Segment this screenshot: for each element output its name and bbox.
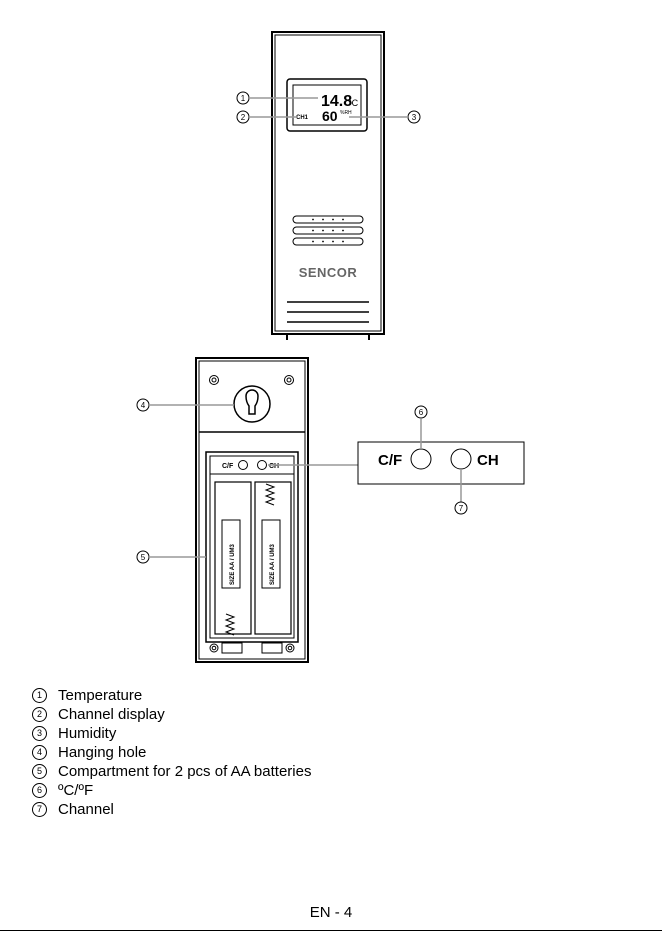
- svg-text:3: 3: [412, 113, 417, 122]
- legend-number: 3: [32, 726, 47, 741]
- legend-text: Compartment for 2 pcs of AA batteries: [58, 762, 311, 781]
- callout-7: 7: [455, 502, 467, 514]
- legend-item: 5 Compartment for 2 pcs of AA batteries: [32, 762, 311, 781]
- callout-1: 1: [237, 92, 318, 104]
- lcd-humidity: 60: [322, 108, 338, 124]
- battery-label-right: SIZE AA / UM3: [270, 543, 276, 585]
- legend-item: 7 Channel: [32, 800, 311, 819]
- compartment-ch-label: CH: [269, 463, 279, 470]
- lcd-humidity-unit: %RH: [340, 110, 352, 116]
- legend-text: Hanging hole: [58, 743, 146, 762]
- cf-button-small: [239, 461, 248, 470]
- svg-text:2: 2: [241, 113, 246, 122]
- grille-dots: [312, 219, 344, 243]
- legend-text: Channel: [58, 800, 114, 819]
- svg-text:1: 1: [241, 94, 246, 103]
- legend-item: 1 Temperature: [32, 686, 311, 705]
- legend-number: 4: [32, 745, 47, 760]
- lcd-channel: CH1: [296, 115, 309, 121]
- svg-text:6: 6: [419, 408, 424, 417]
- legend-item: 4 Hanging hole: [32, 743, 311, 762]
- callout-4: 4: [137, 399, 234, 411]
- cf-button: [411, 449, 431, 469]
- legend-text: Temperature: [58, 686, 142, 705]
- legend-number: 6: [32, 783, 47, 798]
- legend-text: ºC/ºF: [58, 781, 93, 800]
- speaker-grille: [293, 216, 363, 245]
- legend-item: 6 ºC/ºF: [32, 781, 311, 800]
- legend-item: 3 Humidity: [32, 724, 311, 743]
- back-view: [196, 358, 308, 662]
- legend-text: Humidity: [58, 724, 116, 743]
- legend-item: 2 Channel display: [32, 705, 311, 724]
- legend-number: 5: [32, 764, 47, 779]
- callout-2: 2: [237, 111, 298, 123]
- hanging-hole-keyhole: [246, 390, 258, 414]
- front-view: [272, 32, 384, 340]
- battery-label-left: SIZE AA / UM3: [230, 543, 236, 585]
- legend-number: 1: [32, 688, 47, 703]
- svg-text:4: 4: [141, 401, 146, 410]
- detail-ch-label: CH: [477, 452, 499, 469]
- lcd-temp-unit: °C: [348, 98, 359, 108]
- device-diagram: 14.8 °C CH1 60 %RH SENCOR 1 2 3: [0, 0, 662, 690]
- hanging-hole-ring: [234, 386, 270, 422]
- legend-number: 7: [32, 802, 47, 817]
- legend-text: Channel display: [58, 705, 165, 724]
- footer-rule: [0, 930, 662, 931]
- svg-text:5: 5: [141, 553, 146, 562]
- ch-button: [451, 449, 471, 469]
- svg-text:7: 7: [459, 504, 464, 513]
- brand-logo: SENCOR: [299, 265, 358, 280]
- legend-number: 2: [32, 707, 47, 722]
- ch-button-small: [258, 461, 267, 470]
- callout-6: 6: [415, 406, 427, 418]
- detail-cf-label: C/F: [378, 452, 402, 469]
- compartment-cf-label: C/F: [222, 463, 234, 470]
- page-number: EN - 4: [0, 904, 662, 921]
- battery-compartment: [206, 452, 298, 642]
